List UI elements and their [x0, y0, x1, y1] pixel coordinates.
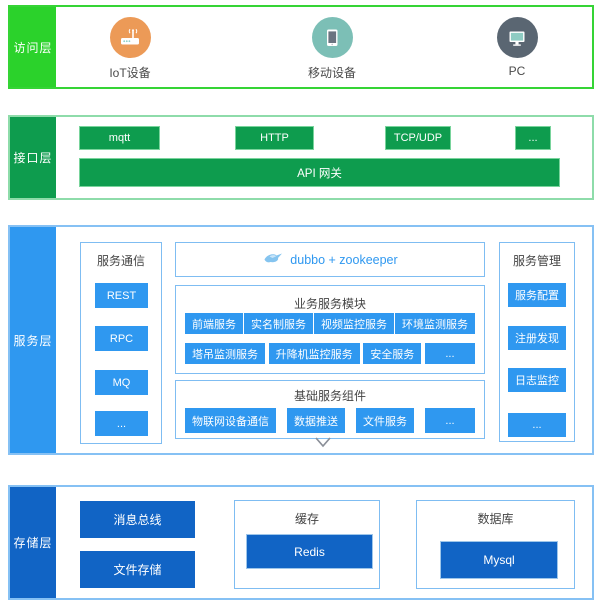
service-mgmt-panel: 服务管理 服务配置 注册发现 日志监控 ...	[499, 242, 575, 442]
service-layer: 服务层 服务通信 REST RPC MQ ... dubbo + zookeep…	[8, 225, 594, 455]
cache-title: 缓存	[294, 512, 319, 526]
middleware-label: dubbo + zookeeper	[290, 252, 398, 267]
middleware-panel: dubbo + zookeeper	[175, 242, 485, 277]
api-gateway: API 网关	[79, 158, 560, 187]
svc-frontend: 前端服务	[185, 313, 243, 334]
storage-layer-label: 存储层	[10, 487, 56, 598]
monitor-icon	[496, 17, 538, 58]
base-services-title: 基础服务组件	[293, 389, 366, 403]
interface-layer-label: 接口层	[10, 117, 56, 198]
base-services-panel: 基础服务组件 物联网设备通信 数据推送 文件服务 ...	[175, 380, 485, 439]
database-title: 数据库	[477, 512, 514, 526]
cache-panel: 缓存 Redis	[234, 500, 380, 589]
access-layer-label: 访问层	[10, 7, 56, 87]
mgmt-logs: 日志监控	[508, 368, 566, 392]
base-row: 物联网设备通信 数据推送 文件服务 ...	[185, 408, 475, 433]
svc-realname: 实名制服务	[244, 313, 313, 334]
svc-crane: 塔吊监测服务	[185, 343, 265, 364]
base-more: ...	[425, 408, 475, 433]
interface-layer: 接口层 mqtt HTTP TCP/UDP ... API 网关	[8, 115, 594, 200]
service-comm-panel: 服务通信 REST RPC MQ ...	[80, 242, 162, 444]
redis-box: Redis	[246, 534, 373, 569]
comm-rpc: RPC	[95, 326, 148, 351]
svc-push: 数据推送	[287, 408, 345, 433]
message-bus: 消息总线	[80, 501, 195, 538]
svc-file: 文件服务	[356, 408, 414, 433]
mgmt-config: 服务配置	[508, 283, 566, 307]
service-mgmt-title: 服务管理	[512, 254, 561, 268]
comm-rest: REST	[95, 283, 148, 308]
device-pc: PC	[462, 17, 572, 78]
service-layer-label: 服务层	[10, 227, 56, 453]
protocol-more: ...	[515, 126, 551, 150]
business-row-1: 前端服务 实名制服务 视频监控服务 环境监测服务	[185, 313, 475, 334]
device-pc-label: PC	[508, 64, 526, 78]
access-layer: 访问层 IoT设备 移动设备	[8, 5, 594, 89]
service-comm-title: 服务通信	[96, 254, 145, 268]
dubbo-icon	[262, 250, 283, 270]
mysql-box: Mysql	[440, 541, 558, 579]
router-icon	[109, 17, 151, 58]
tablet-icon	[311, 17, 353, 58]
mgmt-more: ...	[508, 413, 566, 437]
svc-elevator: 升降机监控服务	[268, 343, 360, 364]
svc-more: ...	[424, 343, 475, 364]
mgmt-registry: 注册发现	[508, 326, 566, 350]
business-services-panel: 业务服务模块 前端服务 实名制服务 视频监控服务 环境监测服务 塔吊监测服务 升…	[175, 285, 485, 374]
business-services-title: 业务服务模块	[293, 297, 366, 311]
svc-env: 环境监测服务	[395, 313, 475, 334]
svc-iot-comm: 物联网设备通信	[185, 408, 276, 433]
svc-video: 视频监控服务	[314, 313, 394, 334]
storage-layer: 存储层 消息总线 文件存储 缓存 Redis 数据库 Mysql	[8, 485, 594, 600]
file-storage: 文件存储	[80, 551, 195, 588]
device-iot: IoT设备	[75, 17, 185, 81]
business-row-2: 塔吊监测服务 升降机监控服务 安全服务 ...	[185, 343, 475, 364]
database-panel: 数据库 Mysql	[416, 500, 575, 589]
protocol-http: HTTP	[235, 126, 314, 150]
device-mobile: 移动设备	[277, 17, 387, 81]
protocol-tcp-udp: TCP/UDP	[385, 126, 451, 150]
svc-security: 安全服务	[363, 343, 422, 364]
protocol-mqtt: mqtt	[79, 126, 160, 150]
device-iot-label: IoT设备	[109, 66, 151, 80]
device-mobile-label: 移动设备	[307, 66, 356, 80]
arrow-down-icon	[314, 436, 332, 449]
comm-more: ...	[95, 411, 148, 436]
comm-mq: MQ	[95, 370, 148, 395]
